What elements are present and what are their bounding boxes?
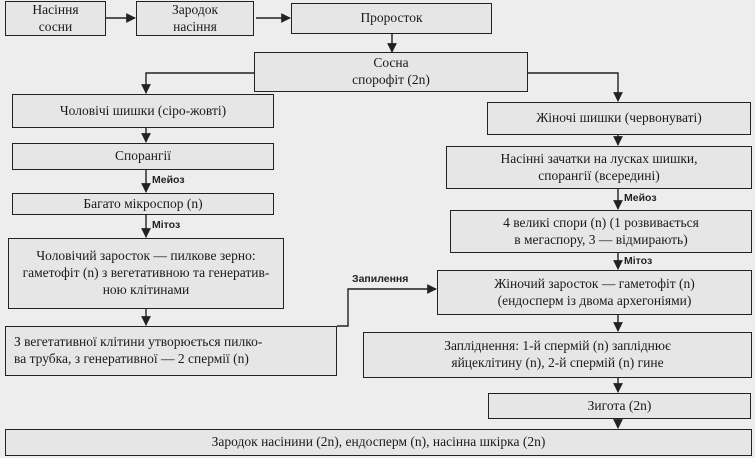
node-seed-embryo-text: Зародок насіння	[171, 1, 219, 34]
node-pine-sporophyte: Сосна спорофіт (2n)	[254, 52, 528, 92]
node-fertilization: Запліднення: 1-й спермій (n) запліднює я…	[363, 332, 752, 378]
node-sprout: Проросток	[291, 3, 492, 34]
node-seed-embryo: Зародок насіння	[136, 1, 254, 36]
label-meiosis-right: Мейоз	[624, 192, 657, 204]
node-female-gametophyte: Жіночий заросток — гаметофіт (n) (ендосп…	[437, 270, 752, 315]
node-pine-seed: Насіння сосни	[5, 1, 106, 36]
node-zygote: Зигота (2n)	[488, 393, 751, 419]
node-sprout-text: Проросток	[360, 10, 423, 26]
node-male-gametophyte-text: Чоловічий заросток — пилкове зерно: гаме…	[22, 248, 270, 297]
node-ovules: Насінні зачатки на лусках шишки, споранг…	[446, 146, 752, 189]
node-pine-sporophyte-text: Сосна спорофіт (2n)	[352, 55, 430, 87]
node-microspores-text: Багато мікроспор (n)	[83, 195, 203, 211]
node-fertilization-text: Запліднення: 1-й спермій (n) запліднює я…	[444, 338, 671, 370]
node-result-text: Зародок насінини (2n), ендосперм (n), на…	[211, 434, 546, 450]
node-result: Зародок насінини (2n), ендосперм (n), на…	[5, 429, 752, 456]
label-mitosis-right: Мітоз	[624, 255, 653, 267]
node-female-cones: Жіночі шишки (червонуваті)	[487, 102, 751, 135]
node-zygote-text: Зигота (2n)	[587, 397, 652, 413]
node-male-cones-text: Чоловічі шишки (сіро-жовті)	[59, 102, 227, 118]
node-megaspores-text: 4 великі спори (n) (1 розвивається в мег…	[503, 214, 699, 247]
label-pollination: Запилення	[352, 273, 409, 285]
node-pollen-tube: З вегетативної клітини утворюється пилко…	[5, 326, 337, 376]
node-microspores: Багато мікроспор (n)	[12, 193, 274, 215]
node-sporangia-text: Спорангії	[115, 148, 171, 164]
arrow-pine-to-female-cones	[528, 72, 623, 102]
arrow-pine-to-male-cones	[141, 72, 254, 94]
node-female-cones-text: Жіночі шишки (червонуваті)	[536, 110, 702, 126]
label-mitosis-left: Мітоз	[152, 219, 181, 231]
label-meiosis-left: Мейоз	[152, 174, 185, 186]
node-female-gametophyte-text: Жіночий заросток — гаметофіт (n) (ендосп…	[494, 275, 695, 308]
node-male-gametophyte: Чоловічий заросток — пилкове зерно: гаме…	[8, 238, 284, 309]
arrow-pollination	[337, 284, 437, 327]
node-pine-seed-text: Насіння сосни	[32, 1, 79, 34]
node-megaspores: 4 великі спори (n) (1 розвивається в мег…	[450, 210, 752, 253]
node-pollen-tube-text: З вегетативної клітини утворюється пилко…	[14, 334, 263, 366]
node-ovules-text: Насінні зачатки на лусках шишки, споранг…	[500, 150, 698, 183]
node-sporangia: Спорангії	[12, 143, 274, 170]
node-male-cones: Чоловічі шишки (сіро-жовті)	[12, 94, 274, 128]
